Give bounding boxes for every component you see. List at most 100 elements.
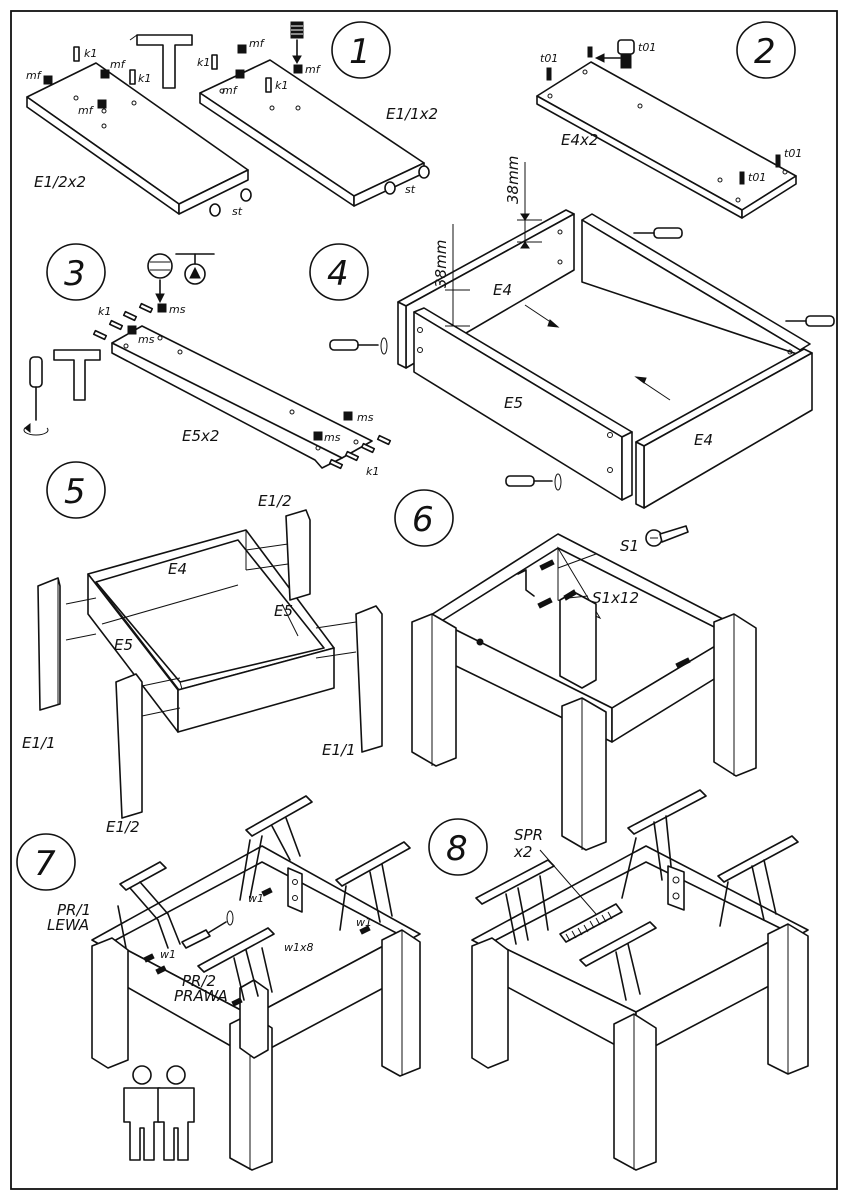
screwdriver-icon <box>23 356 49 436</box>
label-e1-2x2: E1/2x2 <box>34 173 86 191</box>
dowels-e1-1 <box>211 21 430 195</box>
page-border <box>10 10 838 1190</box>
label-k1-5: k1 <box>98 305 111 318</box>
step-2-number: 2 <box>754 32 776 72</box>
bracket-plate <box>287 867 303 913</box>
step-5-circle <box>46 461 106 519</box>
step-2-circle <box>736 21 796 79</box>
leg-e1-1-right <box>355 605 383 753</box>
screwdriver-icon <box>633 227 683 239</box>
label-e4-2: E4 <box>694 431 713 449</box>
label-w1x8: w1x8 <box>284 941 314 954</box>
label-mf-5: mf <box>222 84 239 97</box>
label-t01-2: t01 <box>638 41 656 54</box>
cam-fittings <box>546 39 781 185</box>
leveler-foot-icon <box>290 21 304 39</box>
label-ms-3: ms <box>357 411 374 424</box>
person-icon <box>157 1065 195 1161</box>
step-8: 8 <box>428 789 809 1171</box>
spring-icon <box>559 903 623 943</box>
panel-e4-front <box>635 348 813 509</box>
panel-e5-right <box>581 213 811 356</box>
screwdriver-icon <box>329 337 388 355</box>
label-k1-2: k1 <box>138 72 151 85</box>
step-4-number: 4 <box>327 254 349 294</box>
label-spr: SPR <box>514 826 543 844</box>
label-prawa: PRAWA <box>174 987 228 1005</box>
connector-bolt-icon <box>617 39 635 69</box>
label-e4-1: E4 <box>493 281 512 299</box>
table-frame-6 <box>411 533 757 851</box>
label-t01-1: t01 <box>540 52 558 65</box>
label-e1-2-2: E1/2 <box>106 818 140 836</box>
frame-box <box>87 529 335 733</box>
panel-e5-front <box>413 307 633 501</box>
step-1-number: 1 <box>349 32 371 72</box>
label-pr1: PR/1 <box>57 901 91 919</box>
screwdriver-icon <box>181 910 234 949</box>
label-ms-2: ms <box>138 333 155 346</box>
label-38mm-1: 38mm <box>432 240 450 288</box>
label-t01-3: t01 <box>784 147 802 160</box>
label-e5-2: E5 <box>274 602 293 620</box>
step-5-number: 5 <box>64 472 86 512</box>
label-e5-1: E5 <box>504 394 523 412</box>
lift-mechanism-right <box>335 841 411 931</box>
leg-e1-2-top <box>285 509 311 601</box>
label-e1-2-1: E1/2 <box>258 492 292 510</box>
dowels-e1-2 <box>43 46 252 217</box>
label-mf-2: mf <box>110 58 127 71</box>
step-3-circle <box>46 243 106 301</box>
label-k1-1: k1 <box>84 47 97 60</box>
step-1: 1 mf k1 mf k1 mf st E1/2x2 <box>26 21 438 218</box>
leg-e1-1-left <box>37 577 61 711</box>
step-3-number: 3 <box>64 254 86 294</box>
screws-s1 <box>476 553 691 669</box>
lift-mechanism-pr2 <box>197 927 275 1001</box>
label-e4-3: E4 <box>168 560 187 578</box>
step-6-circle <box>394 489 454 547</box>
label-s1: S1 <box>620 537 639 555</box>
step-8-number: 8 <box>446 829 468 869</box>
label-mf-4: mf <box>249 37 266 50</box>
label-e5-3: E5 <box>114 636 133 654</box>
step-3: 3 <box>23 243 392 478</box>
panel-e1-2 <box>26 62 249 215</box>
cam-lock-icon <box>147 253 173 304</box>
step-4: 4 <box>309 156 835 509</box>
screwdriver-icon <box>505 473 562 491</box>
step-7-number: 7 <box>34 844 56 884</box>
orientation-arrow-icon <box>175 253 215 285</box>
label-st-2: st <box>405 183 416 196</box>
person-icon <box>123 1065 161 1161</box>
leg-e1-2-bottom <box>115 673 143 819</box>
label-s1x12: S1x12 <box>592 589 639 607</box>
label-t01-4: t01 <box>748 171 766 184</box>
label-x2: x2 <box>513 843 532 861</box>
step-2: 2 t01 t01 t01 t01 E4x2 <box>536 21 802 219</box>
label-w1-2: w1 <box>248 892 264 905</box>
lift-mechanism-front-8 <box>579 921 657 1001</box>
label-e1-1-2: E1/1 <box>322 741 356 759</box>
label-e1-1x2: E1/1x2 <box>386 105 438 123</box>
label-mf-3: mf <box>78 104 95 117</box>
label-38mm-2: 38mm <box>504 156 522 204</box>
lift-mechanism-right-8 <box>717 835 799 927</box>
label-e5x2: E5x2 <box>182 427 219 445</box>
step-6-number: 6 <box>412 500 434 540</box>
lift-mechanism-pr1 <box>117 861 181 949</box>
label-w1-1: w1 <box>160 948 176 961</box>
step-5: 5 E1/2 E4 <box>22 461 383 836</box>
step-1-circle <box>331 21 391 79</box>
label-mf-1: mf <box>26 69 43 82</box>
label-mf-6: mf <box>305 63 322 76</box>
label-ms-4: ms <box>324 431 341 444</box>
label-pr2: PR/2 <box>182 972 216 990</box>
label-w1-3: w1 <box>356 916 372 929</box>
label-k1-4: k1 <box>275 79 288 92</box>
label-e1-1-1: E1/1 <box>22 734 56 752</box>
label-e4x2: E4x2 <box>561 131 598 149</box>
bracket-plate-8 <box>667 865 685 911</box>
label-k1-6: k1 <box>366 465 379 478</box>
